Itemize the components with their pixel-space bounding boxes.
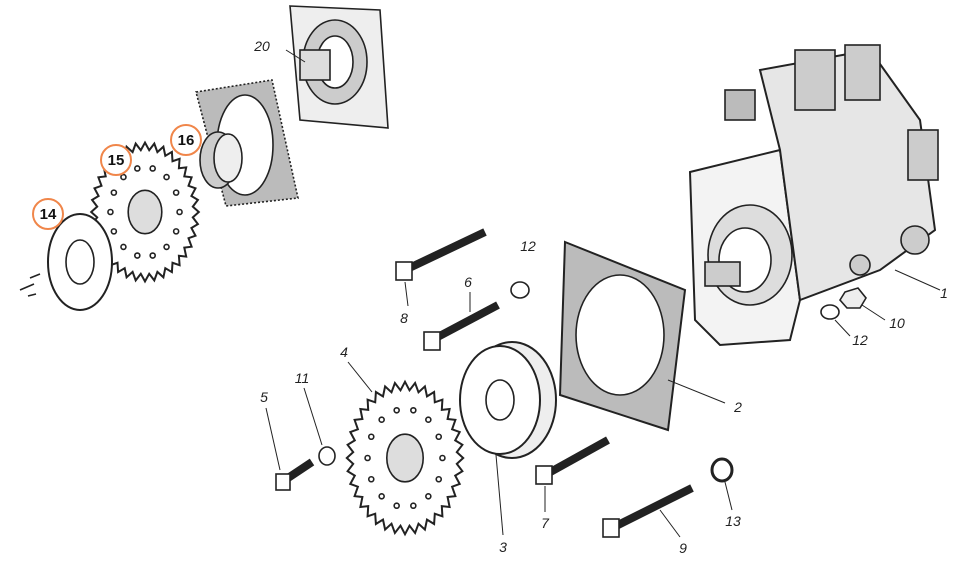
- label-10: 10: [889, 315, 905, 331]
- gear-hole: [435, 475, 443, 483]
- gear-hole: [364, 454, 371, 462]
- label-7: 7: [541, 515, 549, 531]
- washer-12-top: [510, 281, 530, 299]
- gear-hole: [149, 252, 156, 259]
- gear-hole: [134, 165, 141, 172]
- washer-12-right: [820, 304, 840, 320]
- gear-hole: [149, 165, 156, 172]
- callout-14: 14: [32, 198, 64, 230]
- label-2: 2: [734, 399, 742, 415]
- gear-hole: [176, 208, 183, 216]
- injection-pump-1: [688, 44, 939, 347]
- label-12-right: 12: [852, 332, 868, 348]
- label-8: 8: [400, 310, 408, 326]
- gear-hole: [378, 492, 385, 500]
- bolt-6: [423, 301, 500, 351]
- bolt-9: [602, 484, 694, 538]
- gear-hole: [439, 454, 446, 462]
- callout-15: 15: [100, 144, 132, 176]
- gear-hole: [393, 502, 400, 510]
- gear-15: [89, 140, 201, 284]
- label-3: 3: [499, 539, 507, 555]
- label-4: 4: [340, 344, 348, 360]
- label-1: 1: [940, 285, 948, 301]
- washer-11: [318, 446, 336, 466]
- gear-hole: [172, 228, 180, 235]
- gear-bore: [385, 433, 424, 483]
- gear-hole: [410, 406, 417, 414]
- gear-hole: [367, 475, 375, 483]
- bolt-8: [395, 228, 487, 281]
- gear-hole: [367, 433, 375, 441]
- gear-hole: [120, 173, 127, 181]
- plate-14: [19, 213, 113, 311]
- gear-hole: [393, 406, 400, 414]
- gear-hole: [425, 416, 432, 424]
- washer-13: [710, 457, 734, 483]
- label-12-top: 12: [520, 238, 536, 254]
- label-11: 11: [294, 370, 310, 386]
- gear-hole: [172, 189, 180, 196]
- flange-housing-20: [289, 5, 389, 129]
- gear-hole: [163, 173, 170, 181]
- gear-hole: [410, 502, 417, 510]
- gear-hole: [435, 433, 443, 441]
- bolt-7: [535, 436, 610, 485]
- label-9: 9: [679, 540, 687, 556]
- label-5: 5: [260, 389, 268, 405]
- gear-hole: [425, 492, 432, 500]
- gear-hole: [107, 208, 114, 216]
- gear-bore: [127, 189, 163, 235]
- gear-4: [345, 379, 465, 537]
- gear-hole: [134, 252, 141, 259]
- gear-hole: [110, 189, 118, 196]
- hub-3: [459, 341, 557, 459]
- label-20: 20: [254, 38, 270, 54]
- bearing-16: [199, 131, 243, 189]
- nut-10: [839, 287, 867, 309]
- gear-hole: [378, 416, 385, 424]
- leader-lines: [265, 49, 941, 538]
- label-13: 13: [725, 513, 741, 529]
- gear-hole: [110, 228, 118, 235]
- label-6: 6: [464, 274, 472, 290]
- gear-hole: [120, 243, 127, 251]
- callout-16: 16: [170, 124, 202, 156]
- bolt-5: [275, 458, 315, 491]
- gasket-2: [558, 240, 687, 432]
- gear-hole: [163, 243, 170, 251]
